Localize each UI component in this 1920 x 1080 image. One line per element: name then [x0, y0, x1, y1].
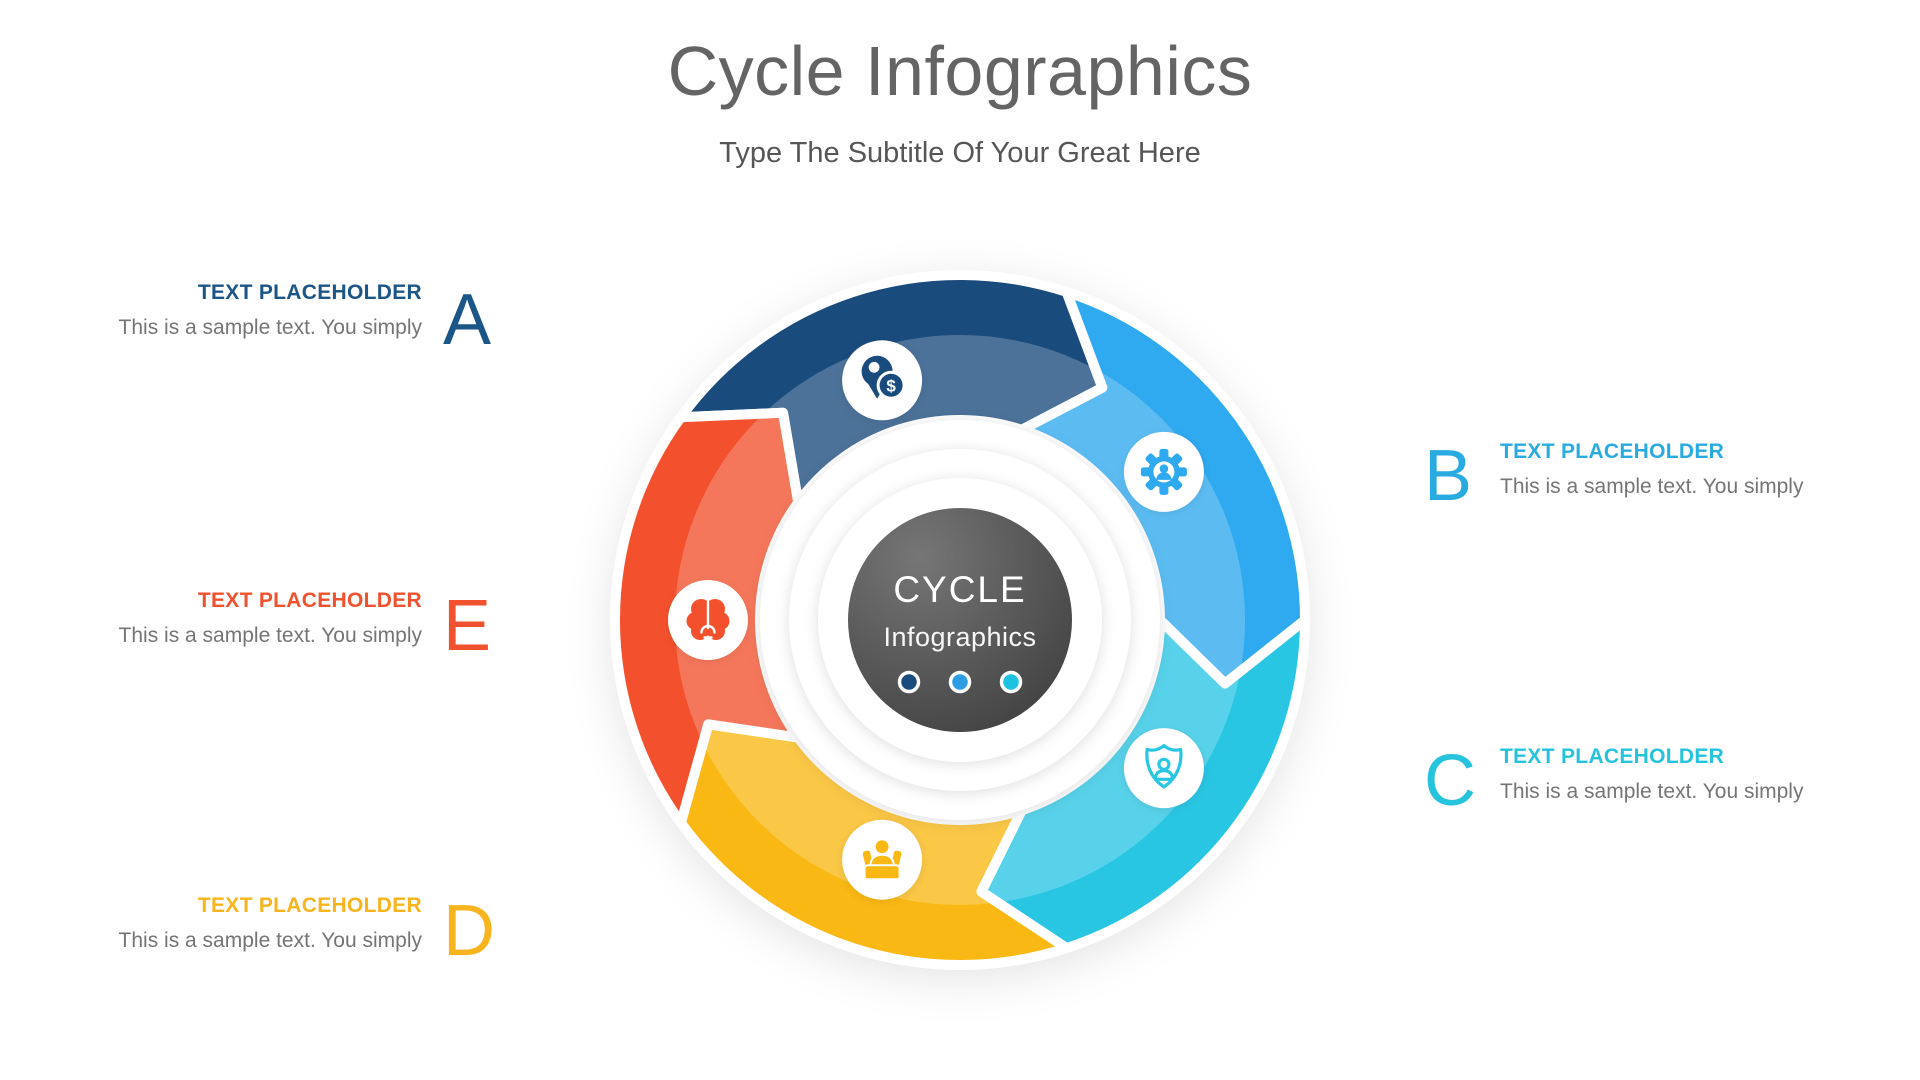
- wheel-center: CYCLE Infographics: [760, 420, 1160, 820]
- placeholder-e-text: TEXT PLACEHOLDER This is a sample text. …: [60, 589, 422, 649]
- placeholder-c-letter: C: [1424, 741, 1476, 821]
- placeholder-b-text: TEXT PLACEHOLDER This is a sample text. …: [1500, 440, 1920, 500]
- placeholder-c-text: TEXT PLACEHOLDER This is a sample text. …: [1500, 745, 1920, 805]
- placeholder-e-label: TEXT PLACEHOLDER: [197, 589, 422, 612]
- page-subtitle: Type The Subtitle Of Your Great Here: [719, 137, 1201, 169]
- placeholder-a-label: TEXT PLACEHOLDER: [197, 281, 422, 304]
- placeholder-e-letter: E: [443, 586, 492, 666]
- placeholder-b-label: TEXT PLACEHOLDER: [1500, 440, 1725, 463]
- center-subtitle: Infographics: [883, 622, 1036, 652]
- brain-idea-icon: [668, 580, 748, 660]
- center-disc: [848, 508, 1072, 732]
- placeholder-a-letter: A: [443, 280, 492, 360]
- user-shield-icon: [1123, 728, 1204, 809]
- placeholder-d-body: This is a sample text. You simply: [118, 929, 422, 952]
- user-gear-icon: [1123, 431, 1204, 512]
- placeholder-a-text: TEXT PLACEHOLDER This is a sample text. …: [60, 281, 422, 341]
- placeholder-b-body: This is a sample text. You simply: [1500, 475, 1804, 498]
- money-location-pin-icon: $: [842, 340, 923, 421]
- progress-dot: [999, 670, 1023, 694]
- placeholder-c-body: This is a sample text. You simply: [1500, 780, 1804, 803]
- page-title: Cycle Infographics: [667, 32, 1253, 110]
- svg-text:$: $: [886, 376, 896, 395]
- center-title: CYCLE: [893, 569, 1026, 610]
- placeholder-d-letter: D: [443, 891, 495, 971]
- placeholder-d-label: TEXT PLACEHOLDER: [197, 894, 422, 917]
- progress-dot: [897, 670, 921, 694]
- meeting-desk-icon: [842, 819, 923, 900]
- center-dots: [897, 670, 1023, 694]
- progress-dot: [948, 670, 972, 694]
- placeholder-d-text: TEXT PLACEHOLDER This is a sample text. …: [60, 894, 422, 954]
- placeholder-b-letter: B: [1424, 436, 1473, 516]
- placeholder-c-label: TEXT PLACEHOLDER: [1500, 745, 1725, 768]
- placeholder-a-body: This is a sample text. You simply: [118, 316, 422, 339]
- wheel-icons: $: [668, 340, 1204, 900]
- placeholder-e-body: This is a sample text. You simply: [118, 624, 422, 647]
- cycle-wheel: $: [610, 270, 1310, 970]
